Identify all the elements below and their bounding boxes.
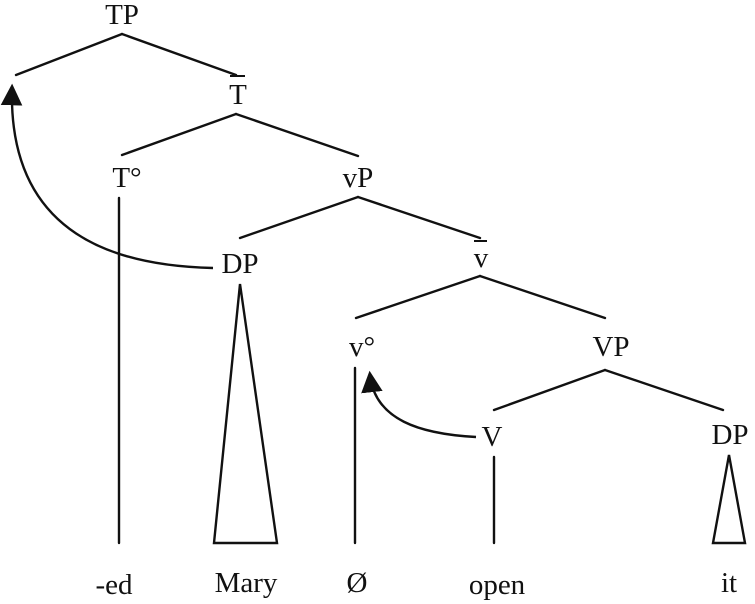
branch-tbar-thead xyxy=(120,112,238,157)
leaf-tense: -ed xyxy=(95,569,133,601)
leaf-verb: open xyxy=(469,569,526,601)
node-vp-small: vP xyxy=(343,162,374,194)
node-vp-big: VP xyxy=(592,331,629,363)
branch-vp-dp xyxy=(238,195,360,240)
branch-vpbig-dpobj xyxy=(603,368,725,412)
branch-tp-tbar xyxy=(120,32,238,77)
triangle-subject-dp xyxy=(212,283,279,545)
triangle-object-dp xyxy=(711,454,747,545)
node-t-bar: T xyxy=(229,79,247,111)
branch-tp-left xyxy=(14,32,124,77)
node-v-head: v° xyxy=(349,331,375,363)
tree-branches xyxy=(14,32,725,545)
node-tp: TP xyxy=(105,0,139,31)
node-dp-object: DP xyxy=(711,419,748,451)
movement-arrow-dp-to-spec-tp xyxy=(0,83,214,270)
branch-vbar-vpbig xyxy=(478,274,607,320)
branch-vp-vbar xyxy=(356,195,482,240)
node-dp-subject: DP xyxy=(221,248,258,280)
branch-tbar-vp xyxy=(234,112,360,158)
leaf-null-v: Ø xyxy=(347,567,368,599)
node-v-big: V xyxy=(482,421,503,453)
node-t-head: T° xyxy=(112,162,141,194)
leaf-subject: Mary xyxy=(215,567,278,599)
node-v-bar: v xyxy=(474,242,489,274)
leaf-object: it xyxy=(721,567,737,599)
branch-vbar-vhead xyxy=(354,274,482,320)
branch-vpbig-vbig xyxy=(492,368,607,412)
movement-arrow-v-to-v-head xyxy=(361,370,477,439)
